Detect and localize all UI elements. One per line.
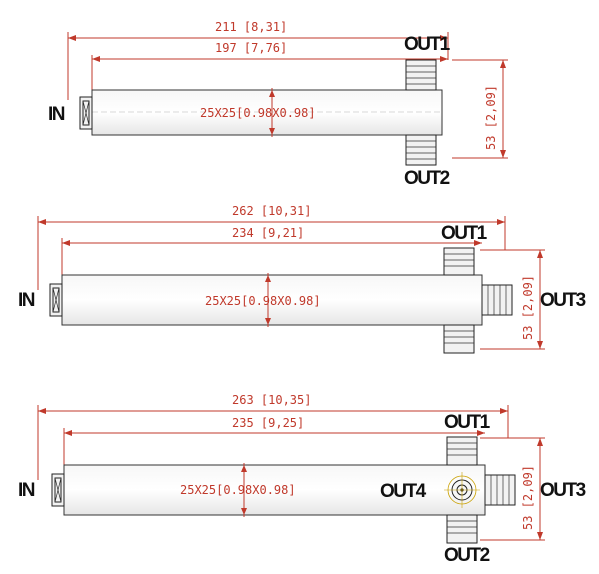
out1-connector [443,247,475,276]
cross-section-marker: 25X25[0.98X0.98] [200,88,316,137]
height-dimension: 53 [2,09] [480,249,545,350]
body-length-label: 197 [7,76] [215,41,287,55]
port-in-label: IN [18,480,35,501]
port-out2-label: OUT2 [444,545,490,566]
height-dimension: 53 [2,09] [480,437,545,541]
height-label: 53 [2,09] [484,85,498,150]
overall-length-label: 262 [10,31] [232,204,311,218]
height-label: 53 [2,09] [521,275,535,340]
splitter-3way: 262 [10,31] 234 [9,21] 53 [2,09] 25X25[0… [18,204,587,354]
height-label: 53 [2,09] [521,465,535,530]
body-length-dimension: 197 [7,76] [91,41,448,90]
body-length-label: 234 [9,21] [232,226,304,240]
splitter-body [61,274,483,326]
out2-connector [405,134,437,166]
cross-section-label: 25X25[0.98X0.98] [205,294,321,308]
splitter-body [63,464,486,516]
in-connector [79,96,93,130]
port-out1-label: OUT1 [444,412,491,433]
out1-connector [405,59,437,91]
port-out3-label: OUT3 [540,290,586,311]
in-connector [51,473,65,507]
port-out1-label: OUT1 [404,34,451,55]
out2-connector [446,514,478,544]
body-length-label: 235 [9,25] [232,416,304,430]
splitter-2way: 211 [8,31] 197 [7,76] 53 [2,09] 25X25[ [48,20,508,189]
port-in-label: IN [48,104,65,125]
in-connector [49,283,63,317]
overall-length-label: 263 [10,35] [232,393,311,407]
out4-connector [444,472,480,508]
port-out1-label: OUT1 [441,223,488,244]
height-dimension: 53 [2,09] [452,59,508,159]
out1-connector [446,436,478,466]
overall-length-dimension: 211 [8,31] [67,20,449,100]
port-in-label: IN [18,290,35,311]
splitter-body [91,89,443,136]
bottom-connector [443,324,475,354]
overall-length-dimension: 263 [10,35] [37,393,509,480]
body-length-dimension: 235 [9,25] [63,416,485,465]
overall-length-label: 211 [8,31] [215,20,287,34]
cross-section-marker: 25X25[0.98X0.98] [180,463,296,517]
out3-connector [481,284,513,316]
cross-section-label: 25X25[0.98X0.98] [180,483,296,497]
cross-section-marker: 25X25[0.98X0.98] [205,273,321,327]
out3-connector [484,474,516,506]
overall-length-dimension: 262 [10,31] [37,204,506,290]
port-out4-label: OUT4 [380,481,427,502]
body-length-dimension: 234 [9,21] [61,226,482,275]
splitter-4way: 263 [10,35] 235 [9,25] 53 [2,09] 25X25[0… [18,393,587,566]
port-out3-label: OUT3 [540,480,586,501]
cross-section-label: 25X25[0.98X0.98] [200,106,316,120]
port-out2-label: OUT2 [404,168,450,189]
